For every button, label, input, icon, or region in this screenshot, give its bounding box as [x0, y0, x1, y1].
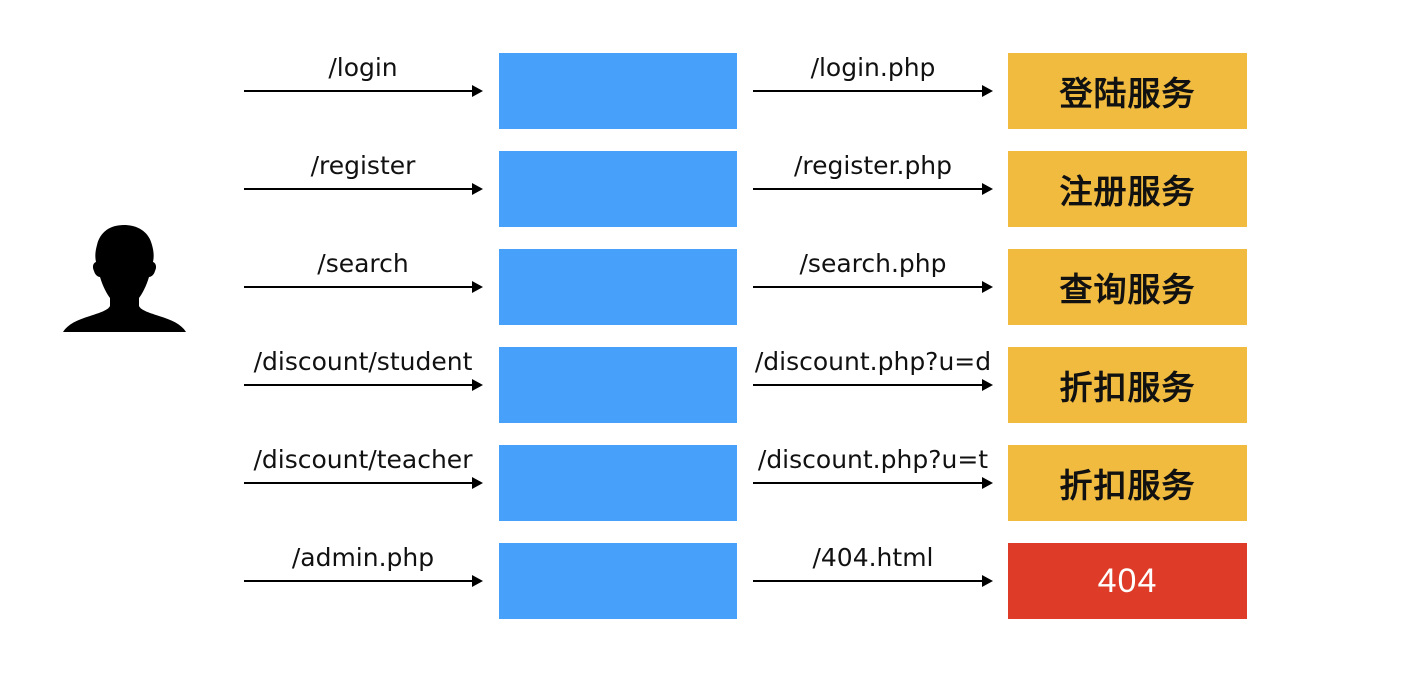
- rewrite-path-label: /register.php: [793, 151, 953, 180]
- rewrite-proxy-box: [499, 151, 737, 227]
- rewrite-path-label: /discount.php?u=d: [754, 347, 992, 376]
- user-silhouette-icon: [63, 225, 186, 332]
- rewrite-proxy-box: [499, 347, 737, 423]
- rewrite-proxy-box: [499, 249, 737, 325]
- user-silhouette-shape: [63, 225, 186, 332]
- rewrite-proxy-box: [499, 543, 737, 619]
- service-box-register: 注册服务: [1008, 151, 1247, 227]
- request-path-label: /login: [328, 53, 398, 82]
- forward-arrow: [753, 379, 993, 391]
- route-row-discount-teacher: /discount/teacher /discount.php?u=t 折扣服务: [0, 445, 1410, 523]
- forward-arrow: [753, 281, 993, 293]
- request-path-label: /discount/teacher: [253, 445, 473, 474]
- request-path-label: /admin.php: [291, 543, 435, 572]
- forward-arrow: [753, 85, 993, 97]
- error-box-404: 404: [1008, 543, 1247, 619]
- service-box-login: 登陆服务: [1008, 53, 1247, 129]
- rewrite-path-label: /404.html: [812, 543, 934, 572]
- route-row-admin: /admin.php /404.html 404: [0, 543, 1410, 621]
- forward-arrow: [753, 575, 993, 587]
- request-arrow: [244, 575, 483, 587]
- request-arrow: [244, 183, 483, 195]
- request-path-label: /discount/student: [253, 347, 473, 376]
- forward-arrow: [753, 477, 993, 489]
- rewrite-path-label: /search.php: [799, 249, 947, 278]
- request-path-label: /register: [310, 151, 416, 180]
- request-arrow: [244, 477, 483, 489]
- request-arrow: [244, 85, 483, 97]
- rewrite-proxy-box: [499, 445, 737, 521]
- service-box-discount: 折扣服务: [1008, 445, 1247, 521]
- request-arrow: [244, 379, 483, 391]
- forward-arrow: [753, 183, 993, 195]
- route-row-login: /login /login.php 登陆服务: [0, 53, 1410, 131]
- request-path-label: /search: [317, 249, 409, 278]
- service-box-discount: 折扣服务: [1008, 347, 1247, 423]
- rewrite-proxy-box: [499, 53, 737, 129]
- route-row-register: /register /register.php 注册服务: [0, 151, 1410, 229]
- route-row-search: /search /search.php 查询服务: [0, 249, 1410, 327]
- request-arrow: [244, 281, 483, 293]
- service-box-search: 查询服务: [1008, 249, 1247, 325]
- rewrite-path-label: /discount.php?u=t: [757, 445, 989, 474]
- route-row-discount-student: /discount/student /discount.php?u=d 折扣服务: [0, 347, 1410, 425]
- rewrite-path-label: /login.php: [810, 53, 936, 82]
